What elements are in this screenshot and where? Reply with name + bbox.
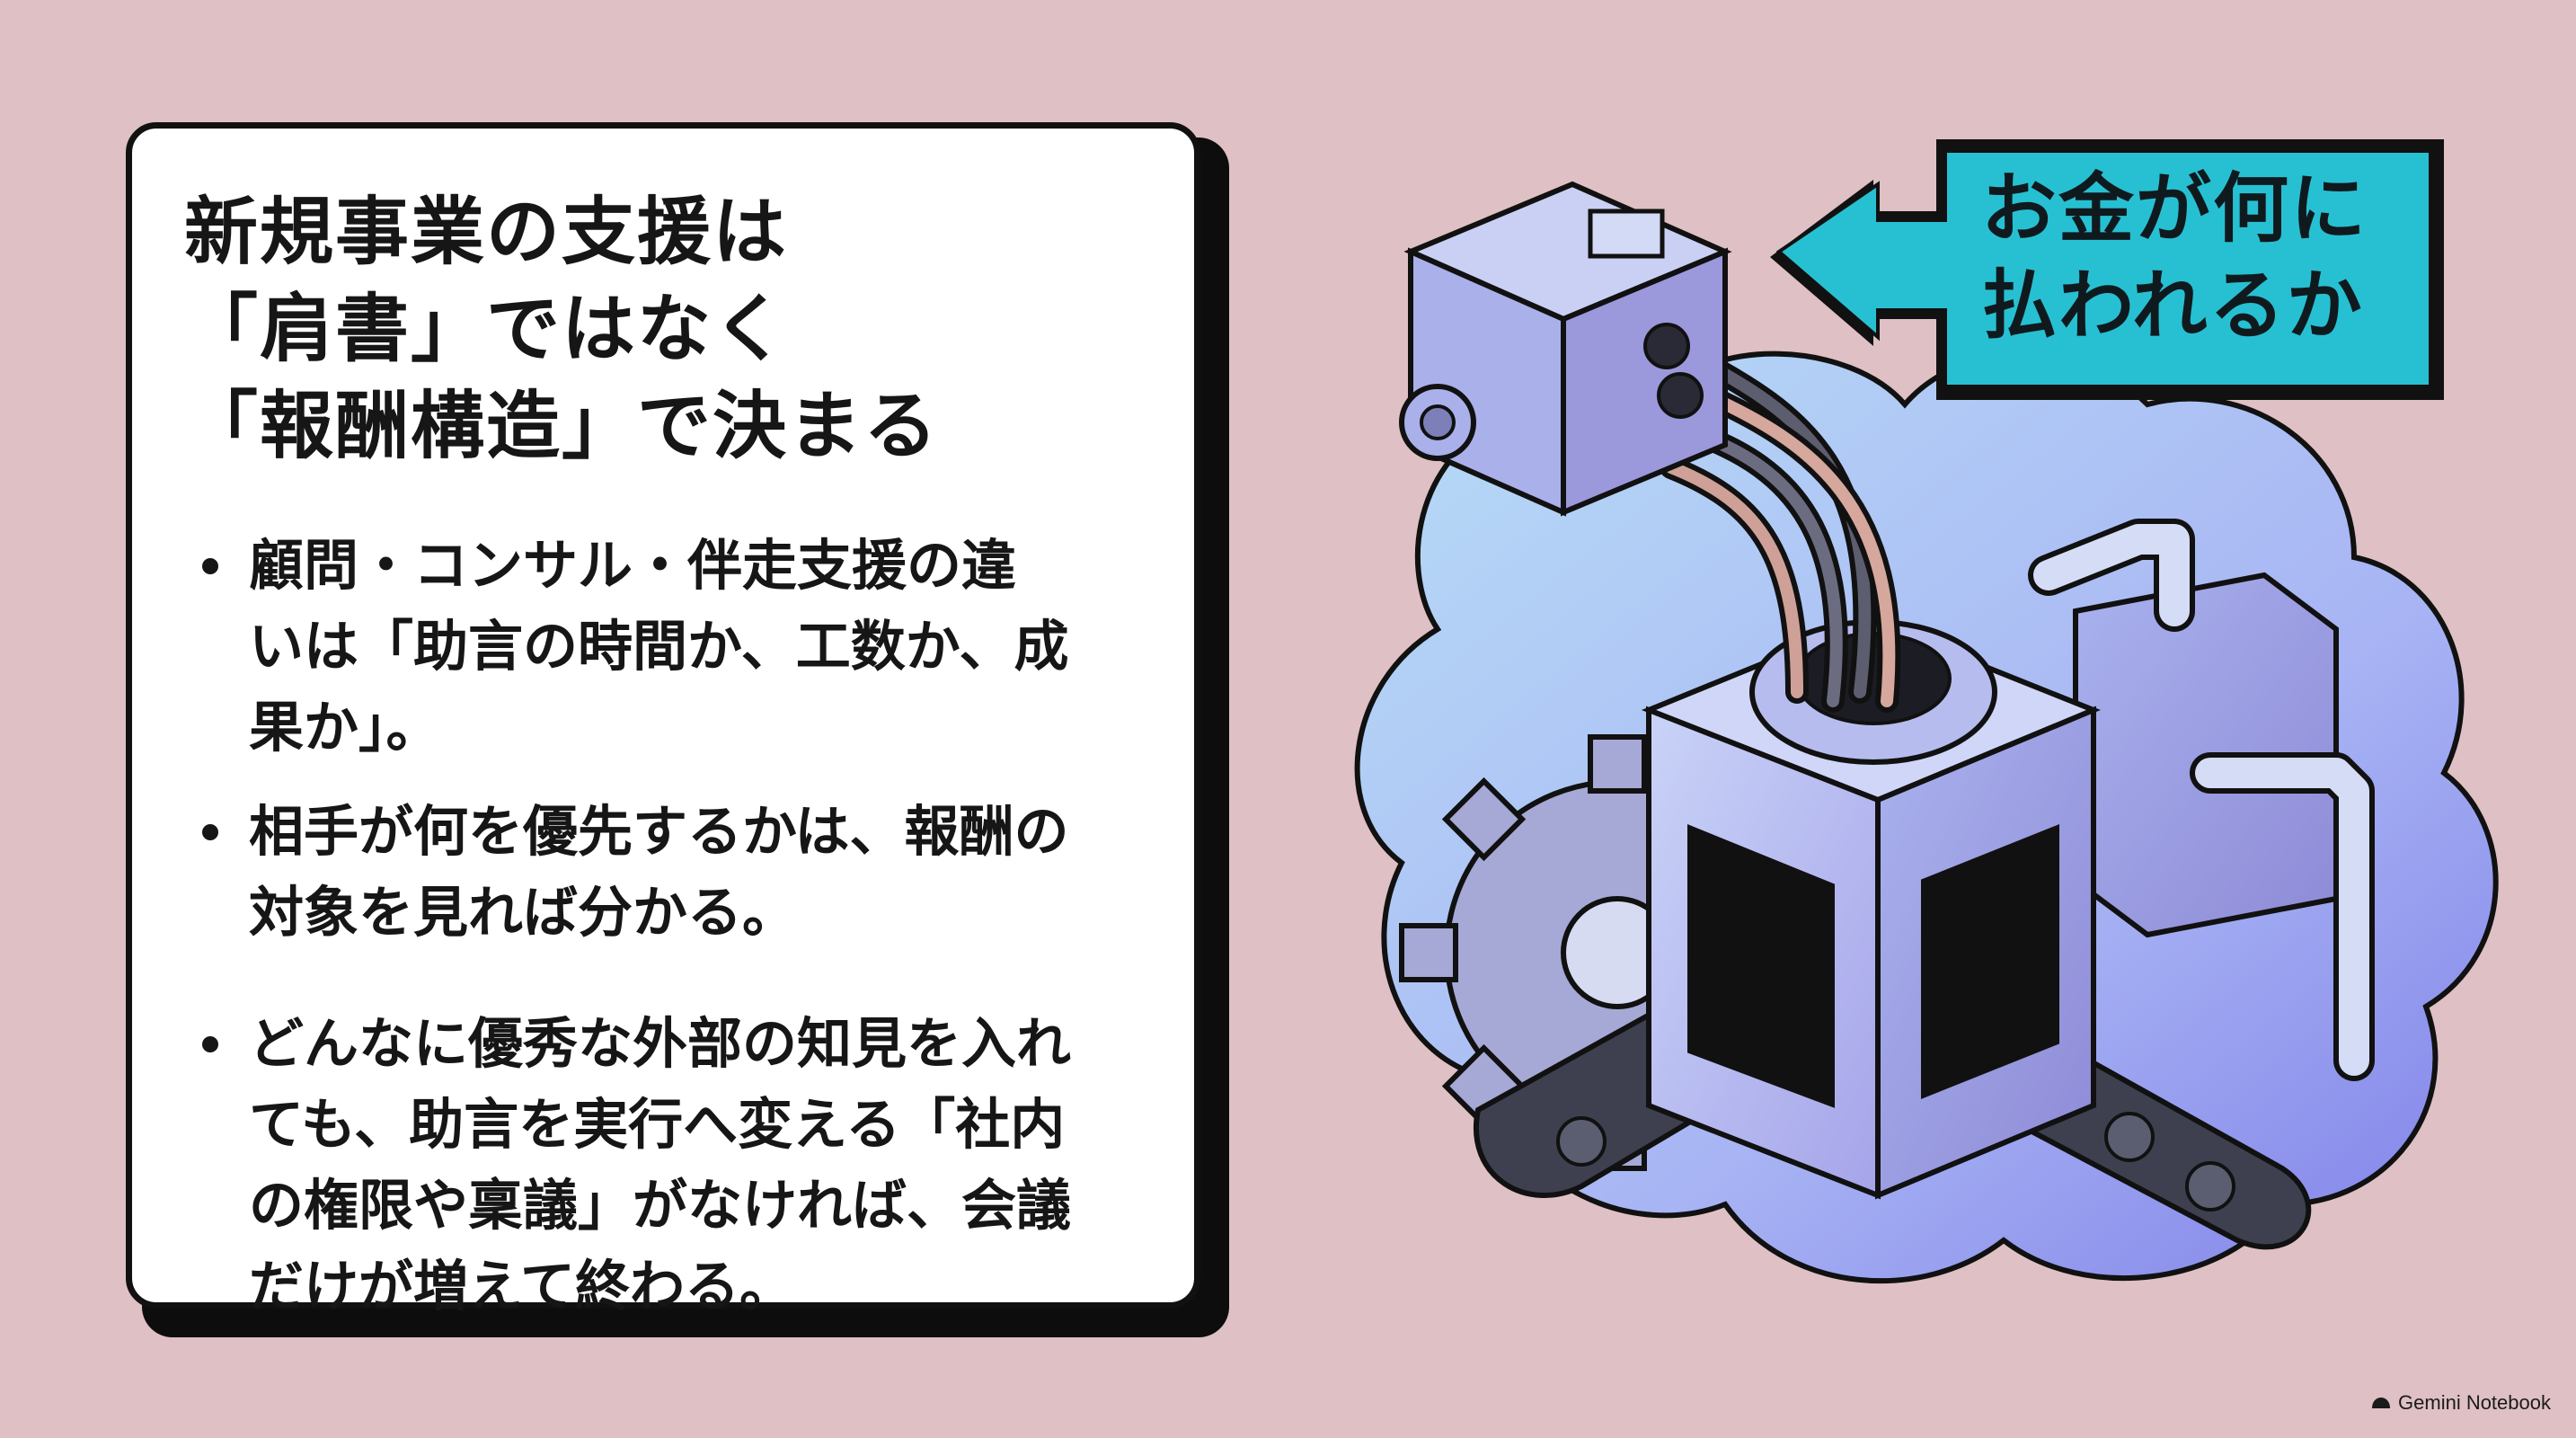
card-title-line: 「報酬構造」で決まる [184, 384, 940, 469]
bullet-line: 顧問・コンサル・伴走支援の違 [249, 534, 1017, 598]
bullet-dot [202, 558, 218, 574]
callout-line: 払われるか [1981, 262, 2364, 350]
callout-label: お金が何に 払われるか [1981, 160, 2430, 354]
callout-line: お金が何に [1981, 164, 2368, 253]
card-title: 新規事業の支援は 「肩書」ではなく 「報酬構造」で決まる [184, 184, 1128, 475]
bullet-line: 対象を見れば分かる。 [249, 881, 798, 945]
floating-module [1399, 181, 1732, 517]
bullet-item: どんなに優秀な外部の知見を入れ ても、助言を実行へ変える「社内 の権限や稟議」が… [202, 1004, 1146, 1327]
bullet-line: ても、助言を実行へ変える「社内 [249, 1093, 1066, 1157]
box-opening-left [1687, 824, 1835, 1108]
bullet-text: 相手が何を優先するかは、報酬の 対象を見れば分かる。 [249, 792, 1146, 954]
card-title-line: 新規事業の支援は [184, 190, 789, 275]
bullet-line: 相手が何を優先するかは、報酬の [249, 800, 1069, 864]
bullet-line: 果か」。 [249, 696, 441, 759]
bullet-dot [202, 824, 218, 840]
bullet-text: 顧問・コンサル・伴走支援の違 いは「助言の時間か、工数か、成 果か」。 [249, 526, 1146, 768]
notebook-icon [2372, 1398, 2391, 1408]
bullet-text: どんなに優秀な外部の知見を入れ ても、助言を実行へ変える「社内 の権限や稟議」が… [249, 1004, 1146, 1327]
bullet-item: 相手が何を優先するかは、報酬の 対象を見れば分かる。 [202, 792, 1146, 954]
card-title-line: 「肩書」ではなく [184, 287, 789, 372]
bullet-line: いは「助言の時間か、工数か、成 [249, 615, 1069, 679]
machine-illustration [1354, 139, 2499, 1283]
bullet-line: だけが増えて終わる。 [249, 1255, 794, 1318]
content-card [126, 122, 1200, 1309]
bullet-list: 顧問・コンサル・伴走支援の違 いは「助言の時間か、工数か、成 果か」。 相手が何… [202, 526, 1146, 1351]
bullet-item: 顧問・コンサル・伴走支援の違 いは「助言の時間か、工数か、成 果か」。 [202, 526, 1146, 768]
brand-label: Gemini Notebook [2398, 1391, 2551, 1414]
bullet-line: どんなに優秀な外部の知見を入れ [249, 1012, 1072, 1076]
bullet-line: の権限や稟議」がなければ、会議 [249, 1174, 1072, 1238]
box-opening-right [1921, 824, 2059, 1099]
bullet-dot [202, 1036, 218, 1052]
brand-watermark: Gemini Notebook [2371, 1391, 2551, 1415]
